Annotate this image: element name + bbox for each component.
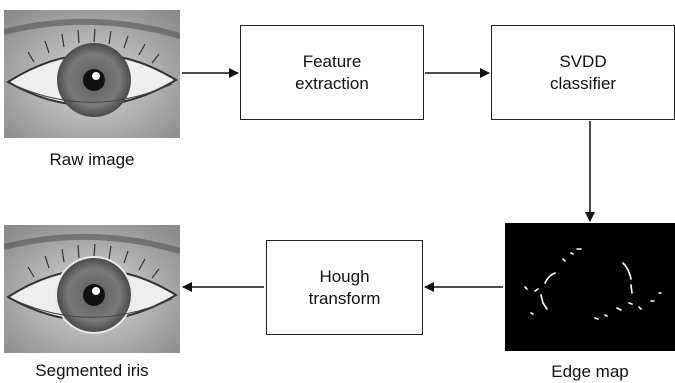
edge-map-icon xyxy=(505,223,675,351)
raw-image xyxy=(4,10,180,138)
hough-transform-label-line1: Hough xyxy=(319,266,370,286)
hough-transform-box: Hough transform xyxy=(266,240,423,335)
raw-image-caption: Raw image xyxy=(49,150,135,169)
svdd-classifier-label-line1: SVDD xyxy=(559,51,607,71)
svdd-classifier-box: SVDD classifier xyxy=(491,25,675,120)
segmented-iris-caption: Segmented iris xyxy=(35,361,149,380)
feature-extraction-label-line2: extraction xyxy=(295,73,369,93)
eye-photo-icon xyxy=(4,10,180,138)
svdd-classifier-label-line2: classifier xyxy=(549,73,617,93)
feature-extraction-label-line1: Feature xyxy=(302,51,362,71)
edge-map-caption: Edge map xyxy=(551,362,629,381)
segmented-iris-image xyxy=(4,225,180,353)
edge-map-image xyxy=(505,223,675,351)
feature-extraction-box: Feature extraction xyxy=(240,25,424,120)
segmented-eye-icon xyxy=(4,225,180,353)
hough-transform-label-line2: transform xyxy=(308,288,381,308)
